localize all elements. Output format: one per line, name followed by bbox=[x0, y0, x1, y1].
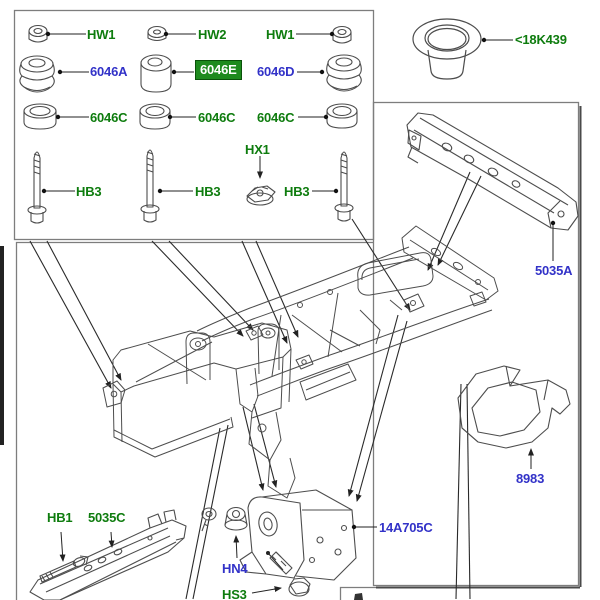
part-label-hw1-left[interactable]: HW1 bbox=[87, 27, 116, 42]
bushing-6046d-illustration bbox=[326, 54, 362, 92]
part-label-6046c-2[interactable]: 6046C bbox=[198, 110, 236, 125]
part-label-8983[interactable]: 8983 bbox=[516, 471, 545, 486]
part-label-hn4[interactable]: HN4 bbox=[222, 561, 248, 576]
nut-hw2-illustration bbox=[147, 25, 167, 42]
part-label-14a705c[interactable]: 14A705C bbox=[379, 520, 433, 535]
cover-8983-illustration bbox=[457, 365, 571, 449]
bolt-hs3-illustration bbox=[269, 551, 311, 597]
part-label-hb3-2[interactable]: HB3 bbox=[195, 184, 221, 199]
part-label-6046c-3[interactable]: 6046C bbox=[257, 110, 295, 125]
part-label-5035c[interactable]: 5035C bbox=[88, 510, 126, 525]
page-edge-mark bbox=[0, 246, 4, 445]
cup-6046c-3-illustration bbox=[326, 103, 358, 129]
label-leaders bbox=[44, 33, 554, 594]
part-label-hb3-1[interactable]: HB3 bbox=[76, 184, 102, 199]
part-label-18k439[interactable]: <18K439 bbox=[515, 32, 567, 47]
bottom-box-part-fragment bbox=[354, 593, 363, 600]
chassis-illustration bbox=[102, 225, 499, 499]
bolt-hb3-2-illustration bbox=[140, 149, 160, 223]
cup-6046c-2-illustration bbox=[139, 103, 171, 130]
part-label-5035a[interactable]: 5035A bbox=[535, 263, 573, 278]
part-label-6046c-1[interactable]: 6046C bbox=[90, 110, 128, 125]
bracket-14a705c-illustration bbox=[239, 489, 357, 581]
part-label-6046e-selected[interactable]: 6046E bbox=[195, 60, 242, 80]
cup-6046c-1-illustration bbox=[23, 103, 57, 130]
detail-box-chassis bbox=[15, 241, 373, 600]
part-label-hs3[interactable]: HS3 bbox=[222, 587, 247, 600]
bolt-hb3-3-illustration bbox=[334, 151, 354, 222]
detail-box-crossmember bbox=[372, 101, 580, 587]
box-shadows bbox=[376, 106, 582, 589]
nut-hw1-right-illustration bbox=[332, 25, 352, 44]
detail-box-bottom bbox=[339, 586, 578, 600]
part-label-hw2[interactable]: HW2 bbox=[198, 27, 227, 42]
nut-hx1-illustration bbox=[246, 185, 276, 206]
nut-hw1-left-illustration bbox=[28, 24, 48, 43]
leader-dots bbox=[41, 31, 556, 530]
part-label-hw1-right[interactable]: HW1 bbox=[266, 27, 295, 42]
crossmember-5035c-illustration bbox=[29, 509, 187, 600]
part-label-hx1[interactable]: HX1 bbox=[245, 142, 270, 157]
bushing-6046e-illustration bbox=[140, 54, 172, 93]
bolt-hb1-illustration bbox=[39, 555, 89, 583]
washer-bolt-illustration bbox=[201, 507, 217, 532]
grommet-18k439-illustration bbox=[412, 18, 482, 80]
mount-hardware-illustrations bbox=[19, 24, 362, 224]
part-label-6046d[interactable]: 6046D bbox=[257, 64, 295, 79]
part-label-6046a[interactable]: 6046A bbox=[90, 64, 128, 79]
part-label-hb1[interactable]: HB1 bbox=[47, 510, 73, 525]
nut-hn4-illustration bbox=[224, 506, 248, 531]
bushing-6046a-illustration bbox=[19, 55, 55, 93]
bolt-hb3-1-illustration bbox=[27, 151, 47, 224]
part-label-hb3-3[interactable]: HB3 bbox=[284, 184, 310, 199]
crossmember-5035a-illustration bbox=[406, 112, 579, 231]
detail-box-mounts bbox=[13, 9, 375, 241]
